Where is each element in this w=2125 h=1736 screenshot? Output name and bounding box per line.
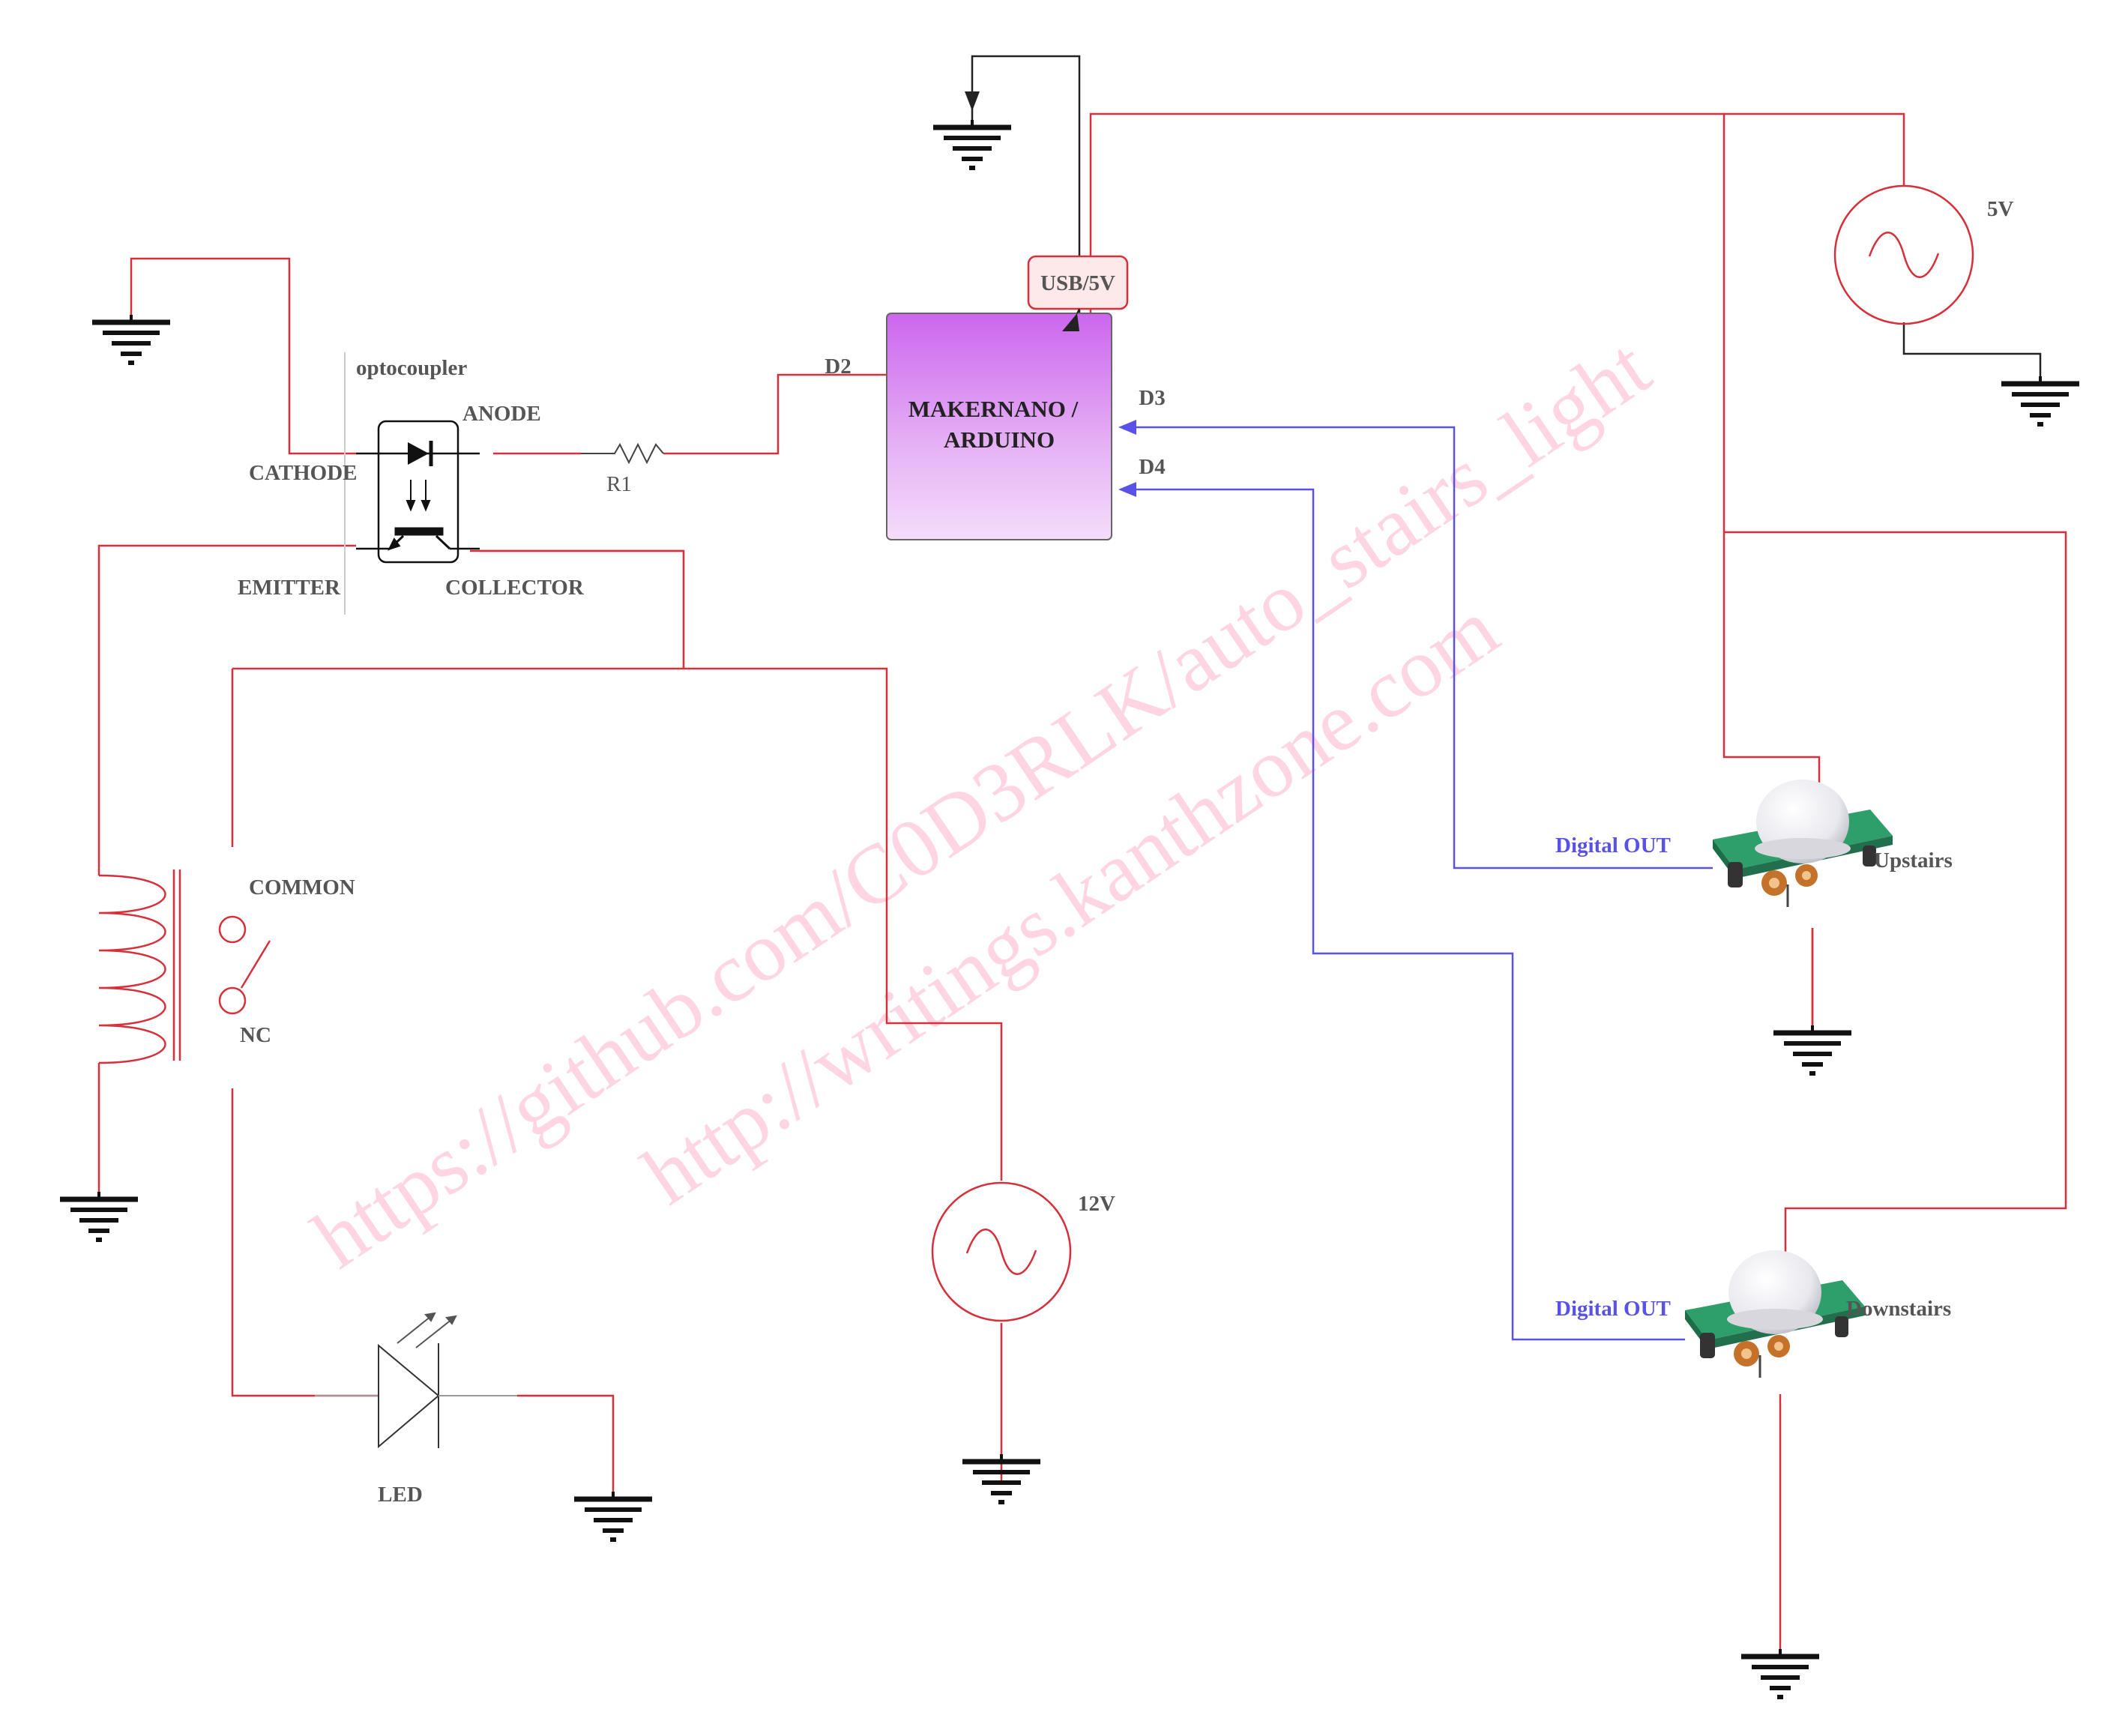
mcu-label-line1: MAKERNANO / — [908, 396, 1079, 422]
mcu-label-line2: ARDUINO — [944, 427, 1055, 453]
resistor-label: R1 — [606, 472, 632, 496]
relay-coil-icon — [98, 869, 181, 1064]
ground-icon — [60, 1192, 138, 1240]
ground-icon — [574, 1492, 652, 1540]
pin-d3: D3 — [1139, 386, 1165, 410]
ground-icon — [1741, 1649, 1819, 1697]
collector-label: COLLECTOR — [445, 576, 585, 600]
anode-label: ANODE — [462, 402, 541, 426]
optocoupler-title: optocoupler — [356, 356, 467, 380]
ground-icon — [933, 120, 1011, 168]
pin-d2: D2 — [825, 355, 851, 379]
signal-wires — [1118, 420, 1713, 1341]
phototransistor-icon — [388, 527, 451, 551]
source-12v-label: 12V — [1078, 1192, 1115, 1216]
relay-common-label: COMMON — [249, 875, 355, 899]
usb-5v-box: USB/5V — [1027, 255, 1129, 310]
optocoupler — [344, 352, 480, 615]
ac-source-icon — [1833, 184, 1974, 325]
downstairs-output-label: Digital OUT — [1555, 1297, 1671, 1321]
resistor-icon — [581, 442, 664, 465]
mcu-board: MAKERNANO / ARDUINO — [886, 313, 1112, 540]
light-arrows-icon — [406, 480, 431, 512]
ground-icon — [92, 315, 170, 363]
source-5v-label: 5V — [1987, 197, 2014, 221]
diode-icon — [408, 441, 433, 466]
pir-sensor-downstairs: Digital OUT Downstairs — [1555, 1249, 1951, 1379]
ac-source-icon — [931, 1181, 1072, 1322]
downstairs-label: Downstairs — [1846, 1297, 1951, 1321]
led-label: LED — [378, 1483, 423, 1507]
pin-d4: D4 — [1139, 455, 1165, 479]
switch-icon — [218, 915, 271, 1015]
ground-icon — [2001, 376, 2079, 424]
relay-nc-label: NC — [240, 1023, 271, 1047]
pir-sensor-icon — [1684, 1249, 1866, 1379]
cathode-label: CATHODE — [249, 461, 357, 485]
usb-label: USB/5V — [1040, 271, 1115, 295]
pir-sensor-upstairs: Digital OUT Upstairs — [1555, 778, 1953, 908]
usb-arrow-icon — [1062, 313, 1079, 331]
ground-wires — [965, 55, 2042, 1031]
emitter-label: EMITTER — [238, 576, 341, 600]
pir-sensor-icon — [1711, 778, 1894, 908]
upstairs-output-label: Digital OUT — [1555, 834, 1671, 858]
ground-icon — [1773, 1025, 1851, 1073]
upstairs-label: Upstairs — [1874, 849, 1953, 872]
led-icon — [315, 1312, 517, 1449]
